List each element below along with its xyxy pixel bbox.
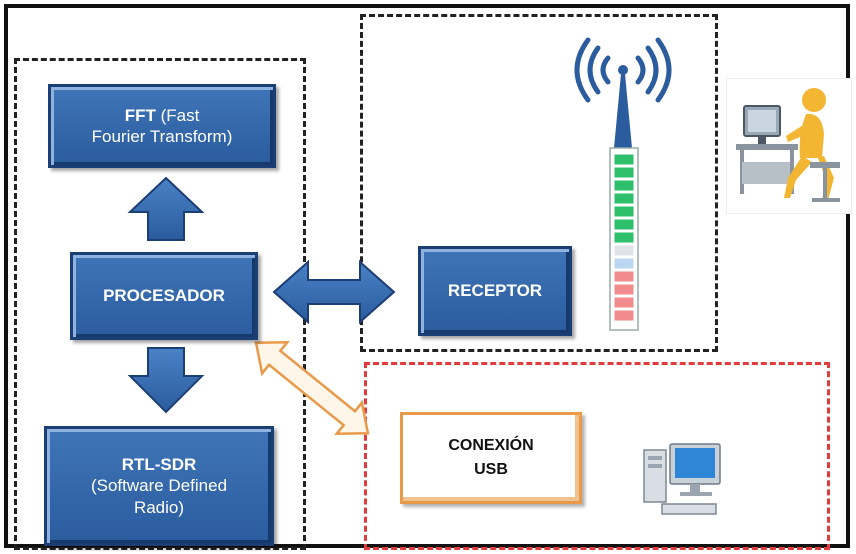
outer-frame bbox=[4, 4, 850, 548]
desktop-computer-icon bbox=[636, 432, 728, 524]
rtl-label-line2: (Software Defined bbox=[90, 476, 228, 496]
rtl-sdr-block: RTL-SDR (Software Defined Radio) bbox=[44, 426, 274, 546]
fft-label-rest: (Fast bbox=[155, 105, 200, 125]
processor-label: PROCESADOR bbox=[103, 286, 225, 306]
arrow-processor-receiver bbox=[272, 259, 396, 325]
person-at-computer-icon bbox=[726, 78, 852, 214]
fft-label-line2: Fourier Transform) bbox=[91, 127, 233, 146]
usb-group-box bbox=[364, 362, 830, 550]
usb-connection-block: CONEXIÓN USB bbox=[400, 412, 582, 504]
receiver-label: RECEPTOR bbox=[447, 281, 543, 301]
arrow-processor-usb bbox=[254, 340, 370, 436]
arrow-processor-to-rtl bbox=[127, 347, 205, 414]
usb-label-line1: CONEXIÓN bbox=[448, 437, 534, 454]
wireless-tower-icon bbox=[570, 37, 676, 331]
fft-block: FFT (Fast Fourier Transform) bbox=[48, 84, 276, 168]
rtl-label-line3: Radio) bbox=[133, 497, 185, 517]
arrow-processor-to-fft bbox=[127, 176, 205, 241]
rtl-label-line1: RTL-SDR bbox=[121, 455, 197, 475]
receiver-block: RECEPTOR bbox=[418, 246, 572, 336]
usb-label-line2: USB bbox=[474, 461, 508, 478]
fft-label-bold: FFT bbox=[124, 105, 156, 125]
processor-block: PROCESADOR bbox=[70, 252, 258, 340]
receiver-group-box bbox=[360, 14, 718, 352]
